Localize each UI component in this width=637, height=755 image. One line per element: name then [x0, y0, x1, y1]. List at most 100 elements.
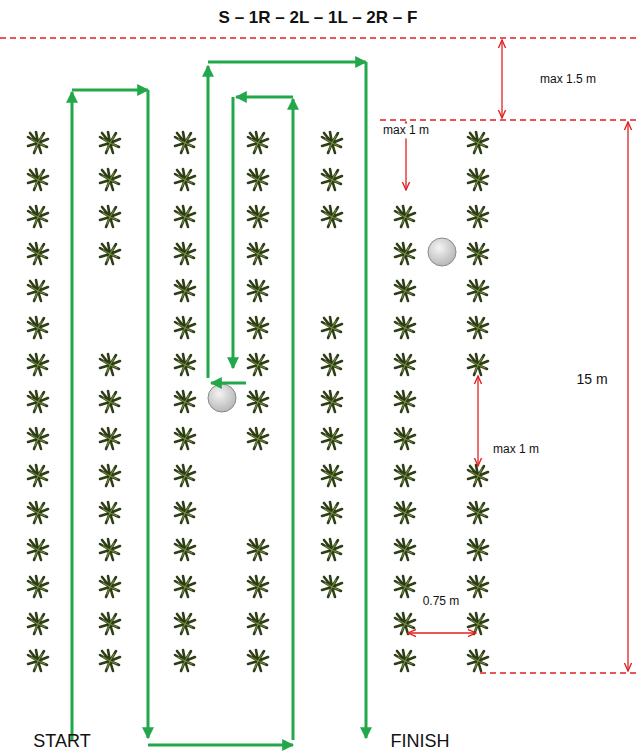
- plant: [175, 243, 195, 264]
- plant: [100, 613, 120, 634]
- plant: [395, 206, 415, 227]
- plant: [322, 132, 342, 153]
- plant: [468, 317, 488, 338]
- plant: [28, 613, 48, 634]
- plant: [395, 650, 415, 671]
- plant: [468, 613, 488, 634]
- plant: [100, 502, 120, 523]
- plant: [28, 243, 48, 264]
- route-arrow: [148, 744, 293, 747]
- plant-rows: [28, 132, 488, 671]
- plant: [28, 465, 48, 486]
- plant: [248, 280, 268, 301]
- dimension-lines: [0, 38, 637, 673]
- plant: [28, 317, 48, 338]
- plant: [248, 317, 268, 338]
- plant: [175, 502, 195, 523]
- plant: [248, 354, 268, 375]
- plant: [468, 206, 488, 227]
- plant: [100, 465, 120, 486]
- plant: [248, 650, 268, 671]
- plant: [395, 280, 415, 301]
- plant: [100, 243, 120, 264]
- plant: [395, 576, 415, 597]
- plant: [468, 280, 488, 301]
- plant: [28, 539, 48, 560]
- plant: [28, 280, 48, 301]
- plant: [28, 428, 48, 449]
- plant: [322, 428, 342, 449]
- plant: [100, 576, 120, 597]
- plant: [322, 354, 342, 375]
- end-label: FINISH: [390, 732, 449, 752]
- plant: [248, 576, 268, 597]
- plant: [175, 650, 195, 671]
- stone: [208, 238, 456, 412]
- plant: [468, 354, 488, 375]
- plant: [468, 502, 488, 523]
- plant: [248, 243, 268, 264]
- plant: [175, 206, 195, 227]
- plant: [395, 502, 415, 523]
- plant: [322, 502, 342, 523]
- route-arrow: [365, 62, 368, 738]
- plant: [322, 317, 342, 338]
- plant: [175, 539, 195, 560]
- plant: [175, 391, 195, 412]
- plant: [175, 280, 195, 301]
- plant: [28, 650, 48, 671]
- plant: [175, 576, 195, 597]
- plant: [322, 169, 342, 190]
- dimension-label: 15 m: [576, 372, 607, 387]
- plant: [248, 132, 268, 153]
- route-arrow: [147, 90, 150, 738]
- dimension-label: 0.75 m: [423, 595, 460, 608]
- route-arrow: [211, 382, 246, 385]
- plant: [28, 132, 48, 153]
- plant: [468, 576, 488, 597]
- plant: [100, 391, 120, 412]
- plant: [395, 613, 415, 634]
- plant: [248, 539, 268, 560]
- plant: [395, 391, 415, 412]
- plant: [28, 354, 48, 375]
- plant: [322, 576, 342, 597]
- plant: [248, 206, 268, 227]
- plant: [395, 354, 415, 375]
- plant: [100, 428, 120, 449]
- route-code: S – 1R – 2L – 1L – 2R – F: [219, 9, 418, 28]
- plant: [468, 243, 488, 264]
- plant: [100, 132, 120, 153]
- plant: [100, 354, 120, 375]
- plant: [175, 613, 195, 634]
- plant: [322, 539, 342, 560]
- plant: [100, 169, 120, 190]
- plant: [395, 465, 415, 486]
- plant: [322, 206, 342, 227]
- plant: [322, 391, 342, 412]
- end-label: START: [33, 732, 90, 752]
- plant: [395, 539, 415, 560]
- plant: [175, 428, 195, 449]
- plant: [28, 169, 48, 190]
- plant: [248, 169, 268, 190]
- plant: [28, 502, 48, 523]
- plant: [28, 576, 48, 597]
- plant: [175, 169, 195, 190]
- plant: [395, 317, 415, 338]
- route-arrow: [208, 61, 366, 64]
- plant: [248, 428, 268, 449]
- plant: [28, 391, 48, 412]
- route-arrows: [72, 62, 366, 745]
- route-arrow: [292, 99, 295, 740]
- plant: [468, 539, 488, 560]
- plant: [175, 465, 195, 486]
- plant: [468, 650, 488, 671]
- plant: [395, 243, 415, 264]
- plant: [322, 465, 342, 486]
- plant: [28, 206, 48, 227]
- plant: [175, 132, 195, 153]
- dimension-label: max 1 m: [381, 123, 431, 138]
- route-arrow: [72, 89, 148, 92]
